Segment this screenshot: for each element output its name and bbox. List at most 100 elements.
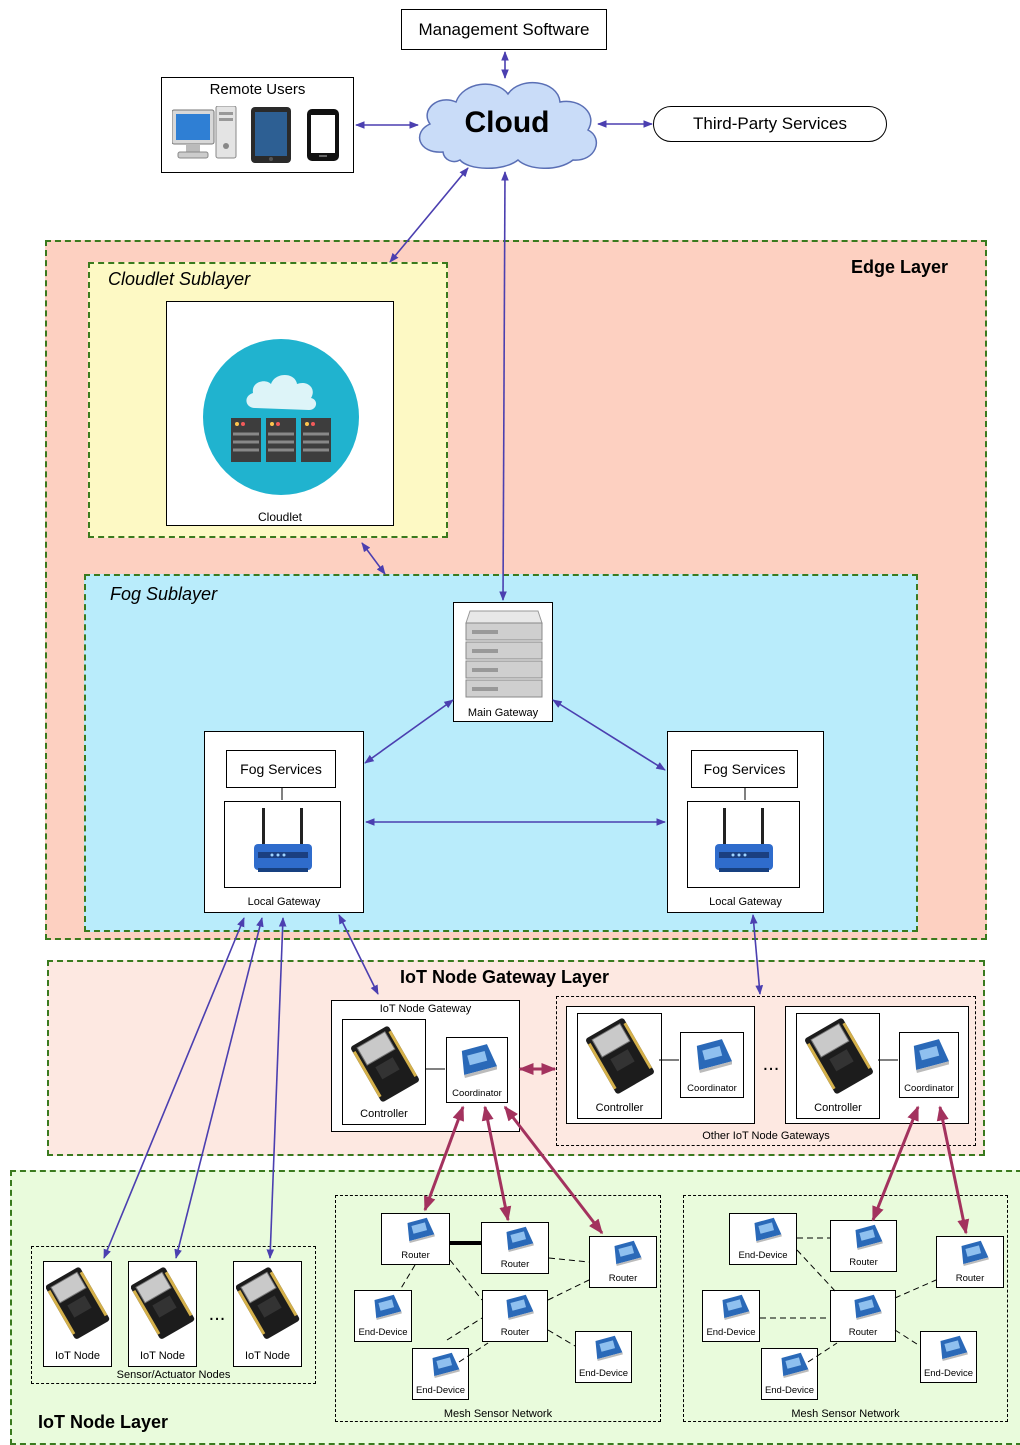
xbee-module-icon: [593, 1335, 623, 1368]
router-label: Router: [849, 1257, 878, 1268]
server-rack-icon: [465, 610, 543, 698]
end-device-label: End-Device: [358, 1327, 408, 1338]
microcontroller-board-icon: [351, 1026, 419, 1102]
end-device-label: End-Device: [706, 1327, 756, 1338]
desktop-computer-icon: [172, 106, 237, 159]
mesh-network-label: Mesh Sensor Network: [791, 1408, 900, 1420]
local-gateway-left: Fog Services Local Gateway: [204, 731, 364, 913]
mesh-end-device: End-Device: [920, 1331, 977, 1383]
mesh-link: [449, 1259, 483, 1301]
mesh-link: [894, 1279, 937, 1299]
end-device-label: End-Device: [738, 1250, 788, 1261]
other-gateway-1: Controller Coordinator: [566, 1006, 755, 1124]
xbee-module-icon: [959, 1240, 989, 1273]
cloudlet-label: Cloudlet: [257, 510, 303, 524]
mesh-end-device: End-Device: [575, 1331, 632, 1383]
xbee-module-icon: [720, 1294, 750, 1327]
mesh-router: Router: [381, 1213, 450, 1265]
third-party-services: Third-Party Services: [653, 106, 887, 142]
xbee-module-icon: [612, 1240, 642, 1273]
iot-node-gateway-label: IoT Node Gateway: [379, 1003, 472, 1015]
coordinator-box: Coordinator: [446, 1037, 508, 1103]
end-device-label: End-Device: [415, 1385, 466, 1396]
xbee-module-icon: [504, 1294, 534, 1327]
iot-node-box: IoT Node: [43, 1261, 112, 1367]
controller-label: Controller: [595, 1102, 644, 1114]
mesh-router: Router: [830, 1290, 896, 1342]
mesh-link: [796, 1249, 837, 1293]
local-gateway-right: Fog Services Local Gateway: [667, 731, 824, 913]
fog-sublayer-title: Fog Sublayer: [110, 584, 218, 604]
main-gateway-box: Main Gateway: [453, 602, 553, 722]
coordinator-box: Coordinator: [680, 1032, 744, 1098]
microcontroller-board-icon: [236, 1267, 300, 1339]
mesh-router: Router: [589, 1236, 657, 1288]
controller-label: Controller: [360, 1108, 408, 1120]
tablet-icon: [251, 107, 291, 163]
mesh-link: [458, 1342, 489, 1363]
mesh-end-device: End-Device: [412, 1348, 469, 1400]
xbee-module-icon: [913, 1039, 949, 1073]
cloud-icon: [419, 81, 598, 169]
mesh-router: Router: [830, 1220, 897, 1272]
iot-node-box: IoT Node: [128, 1261, 197, 1367]
mesh-network-label: Mesh Sensor Network: [443, 1408, 553, 1420]
end-device-label: End-Device: [923, 1368, 974, 1379]
cloudlet-box: Cloudlet: [166, 301, 394, 526]
fog-services-left: Fog Services: [226, 750, 336, 788]
mesh-network-2: Mesh Sensor Network: [683, 1195, 1008, 1422]
remote-users-box: Remote Users: [161, 77, 354, 173]
sensor-nodes-label: Sensor/Actuator Nodes: [116, 1369, 231, 1381]
xbee-module-icon: [752, 1217, 782, 1250]
xbee-module-icon: [779, 1352, 809, 1385]
mesh-link: [446, 1317, 483, 1341]
cloud-label: Cloud: [464, 106, 550, 139]
microcontroller-board-icon: [46, 1267, 110, 1339]
mesh-link: [894, 1329, 921, 1347]
cloudlet-sublayer-title: Cloudlet Sublayer: [108, 269, 251, 289]
wifi-router-icon: [254, 808, 312, 872]
xbee-module-icon: [852, 1294, 882, 1327]
router-label: Router: [848, 1327, 878, 1338]
cloudlet-server-icon: [203, 339, 359, 495]
iot-node-label: IoT Node: [139, 1350, 186, 1362]
router-frame-right: [687, 801, 800, 888]
mesh-link: [547, 1279, 590, 1301]
xbee-module-icon: [405, 1217, 435, 1250]
local-gateway-right-label: Local Gateway: [709, 896, 782, 908]
mesh-end-device: End-Device: [761, 1348, 818, 1400]
mesh-link: [547, 1329, 576, 1347]
mesh-link: [807, 1342, 838, 1363]
management-software-box: Management Software: [401, 9, 607, 50]
mesh-end-device: End-Device: [354, 1290, 412, 1342]
edge-layer-title: Edge Layer: [851, 257, 949, 277]
xbee-module-icon: [696, 1039, 732, 1073]
xbee-module-icon: [430, 1352, 460, 1385]
end-device-label: End-Device: [764, 1385, 815, 1396]
iot-node-box: IoT Node: [233, 1261, 302, 1367]
router-label: Router: [500, 1327, 530, 1338]
sensor-actuator-nodes-group: IoT Node IoT Node ... IoT Node Sensor/Ac…: [31, 1246, 316, 1384]
coordinator-box: Coordinator: [899, 1032, 959, 1098]
router-label: Router: [500, 1259, 530, 1270]
microcontroller-board-icon: [805, 1018, 873, 1094]
coordinator-label: Coordinator: [452, 1088, 502, 1099]
other-gateways-group: Controller Coordinator ...: [556, 996, 976, 1146]
other-gateway-2: Controller Coordinator: [785, 1006, 969, 1124]
router-frame-left: [224, 801, 341, 888]
fog-services-right: Fog Services: [691, 750, 798, 788]
microcontroller-board-icon: [131, 1267, 195, 1339]
coordinator-label: Coordinator: [904, 1083, 954, 1094]
controller-box: Controller: [342, 1019, 426, 1125]
microcontroller-board-icon: [586, 1018, 654, 1094]
mesh-router: Router: [482, 1290, 548, 1342]
controller-box: Controller: [577, 1013, 662, 1119]
end-device-label: End-Device: [578, 1368, 629, 1379]
smartphone-icon: [307, 109, 339, 161]
router-label: Router: [608, 1273, 638, 1284]
node-ellipsis: ...: [208, 1303, 226, 1325]
gateway-layer-title: IoT Node Gateway Layer: [400, 967, 610, 987]
remote-users-label: Remote Users: [209, 81, 306, 98]
wifi-router-icon: [715, 808, 773, 872]
